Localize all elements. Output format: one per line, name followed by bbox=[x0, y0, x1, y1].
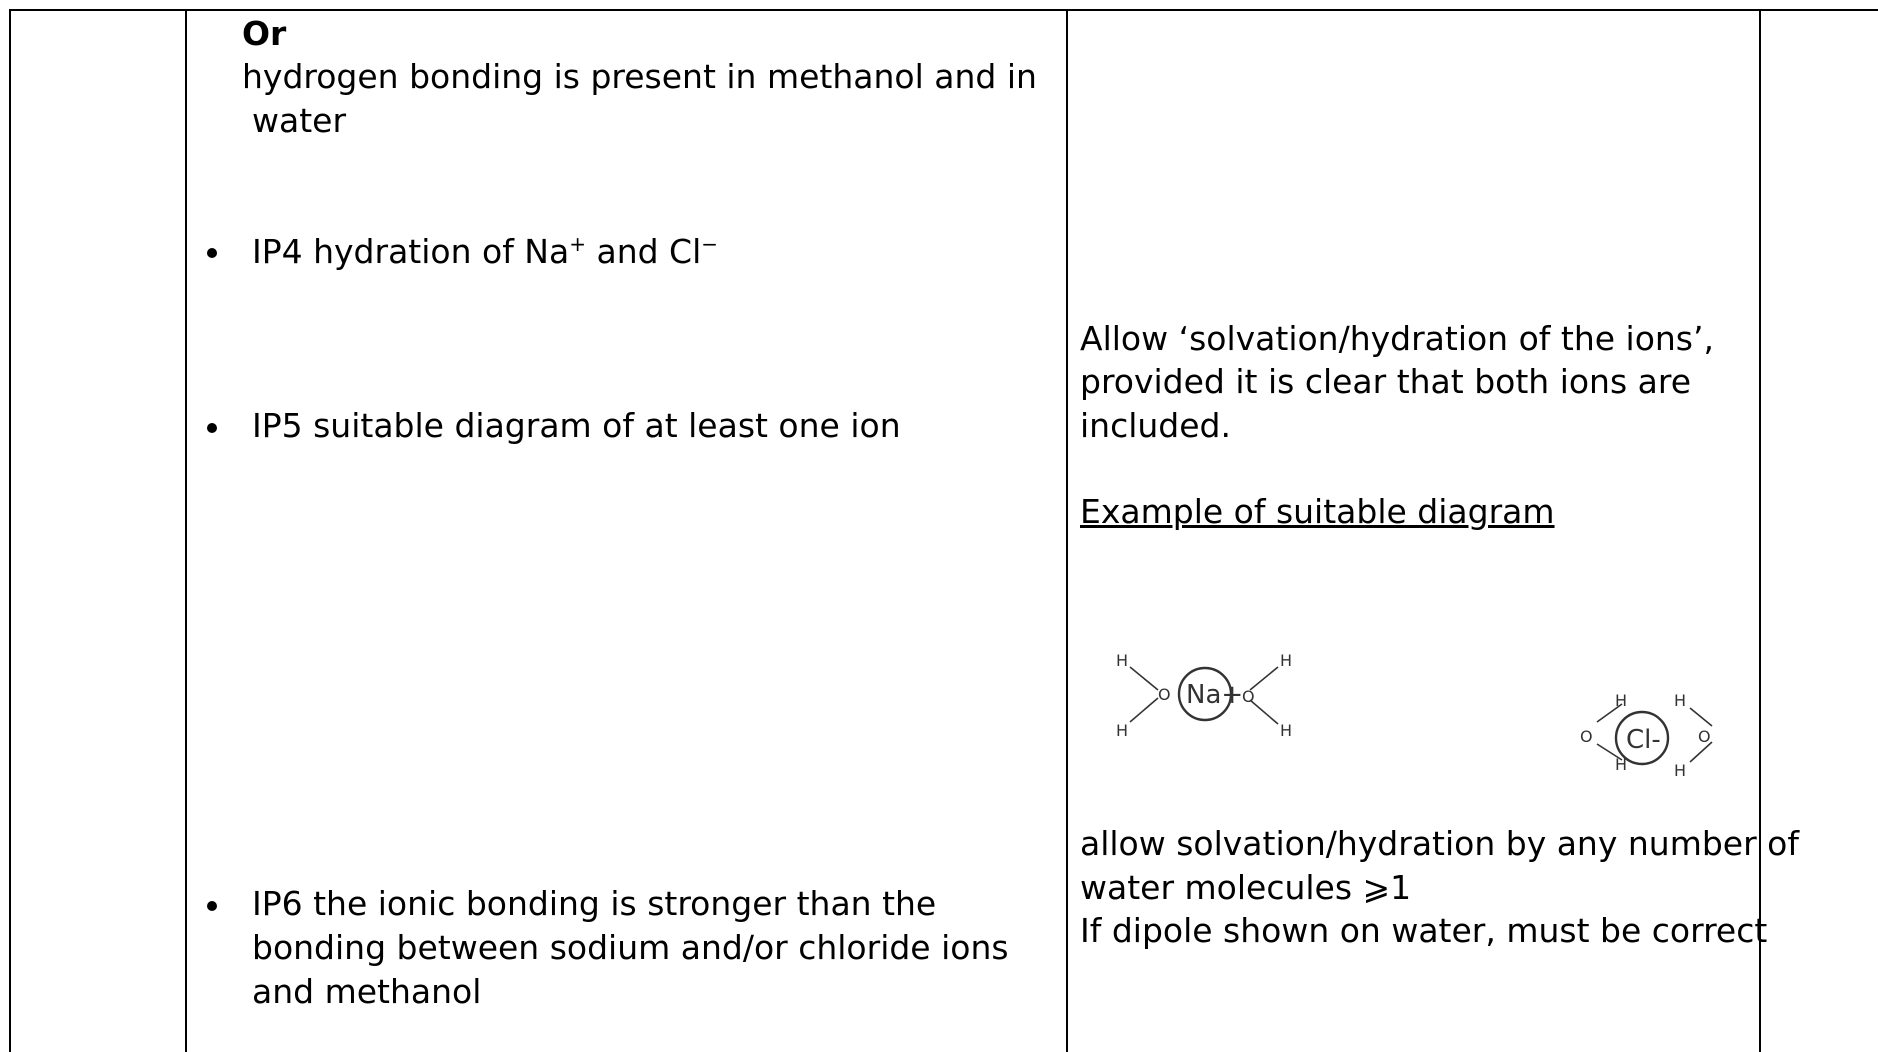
ip4-text: IP4 hydration of Na+ and Cl− bbox=[252, 230, 718, 274]
ip5-text: IP5 suitable diagram of at least one ion bbox=[252, 406, 901, 445]
bullet-ip6 bbox=[207, 901, 217, 911]
table-top-border bbox=[9, 9, 1878, 11]
ip4-main: IP4 hydration of Na bbox=[252, 232, 570, 271]
example-diagram-heading: Example of suitable diagram bbox=[1080, 492, 1555, 531]
hydrogen-label: H bbox=[1116, 721, 1128, 740]
oxygen-label: O bbox=[1698, 727, 1711, 746]
cl-ion-label: Cl- bbox=[1626, 725, 1661, 755]
dipole-note: If dipole shown on water, must be correc… bbox=[1080, 911, 1768, 950]
hydrogen-bonding-line-1: hydrogen bonding is present in methanol … bbox=[242, 57, 1037, 96]
hydrogen-label: H bbox=[1280, 721, 1292, 740]
na-ion-label: Na+ bbox=[1186, 680, 1243, 710]
hydrogen-label: H bbox=[1615, 755, 1627, 774]
hydrogen-label: H bbox=[1674, 761, 1686, 780]
bullet-ip5 bbox=[207, 423, 217, 433]
allow-solvation-line-2: provided it is clear that both ions are bbox=[1080, 362, 1692, 401]
oxygen-label: O bbox=[1580, 727, 1593, 746]
ip4-cl-charge: − bbox=[701, 232, 719, 256]
ip6-line-1: IP6 the ionic bonding is stronger than t… bbox=[252, 884, 937, 923]
oxygen-label: O bbox=[1158, 685, 1171, 704]
ip4-na-charge: + bbox=[569, 232, 586, 256]
or-label: Or bbox=[242, 14, 287, 53]
oxygen-label: O bbox=[1242, 687, 1255, 706]
allow-solvation-line-1: Allow ‘solvation/hydration of the ions’, bbox=[1080, 319, 1714, 358]
column-divider-1 bbox=[185, 9, 187, 1052]
hydrogen-bonding-line-2: water bbox=[252, 101, 347, 140]
table-left-border bbox=[9, 9, 11, 1052]
column-divider-2 bbox=[1066, 9, 1068, 1052]
bullet-ip4 bbox=[207, 248, 217, 258]
hydration-diagram: H H O Na+ O H H O H H Cl- H H O bbox=[1116, 651, 1713, 780]
hydrogen-label: H bbox=[1615, 691, 1627, 710]
ip4-and: and Cl bbox=[585, 232, 702, 271]
allow-solvation-line-3: included. bbox=[1080, 406, 1231, 445]
column-divider-3 bbox=[1759, 9, 1761, 1052]
ip6-line-3: and methanol bbox=[252, 972, 482, 1011]
hydrogen-label: H bbox=[1116, 651, 1128, 670]
ip6-line-2: bonding between sodium and/or chloride i… bbox=[252, 928, 1009, 967]
hydrogen-label: H bbox=[1280, 651, 1292, 670]
allow-any-number-line-2: water molecules ⩾1 bbox=[1080, 868, 1412, 907]
allow-any-number-line-1: allow solvation/hydration by any number … bbox=[1080, 824, 1799, 863]
hydrogen-label: H bbox=[1674, 691, 1686, 710]
